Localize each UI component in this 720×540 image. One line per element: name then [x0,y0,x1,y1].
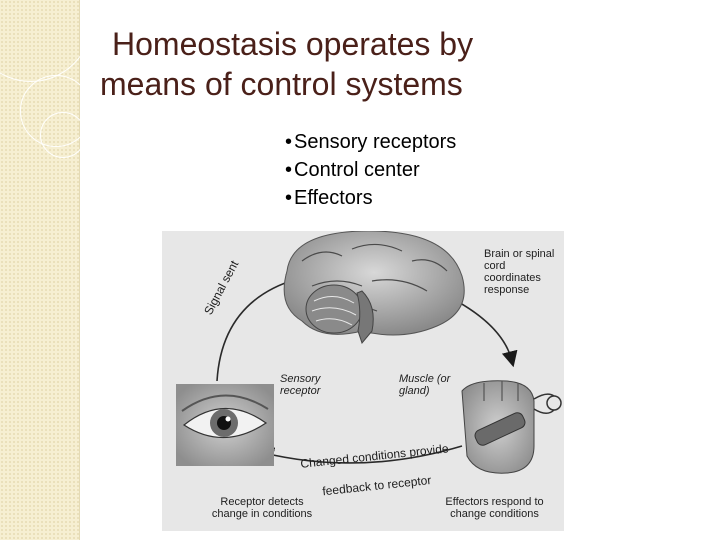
brain-image [283,230,465,345]
decorative-side-band [0,0,92,540]
effectors-respond-label: Effectors respond to change conditions [445,496,544,520]
muscle-label: Muscle (or gland) [399,373,451,397]
bullet-marker: • [285,131,293,153]
bullet-item: •Effectors [285,184,545,212]
bullet-text: Control center [294,159,420,181]
decorative-circle [0,0,92,82]
bullet-marker: • [285,187,293,209]
bullet-marker: • [285,159,293,181]
control-system-diagram: Brain or spinal cord coordinates respons… [162,230,564,531]
hand-gripper-image [461,380,562,474]
sensory-receptor-label: Sensory receptor [280,373,321,397]
eye-image [176,384,274,466]
loop-arc-left [216,274,304,382]
loop-arc-bottom [257,445,463,464]
bullet-text: Sensory receptors [294,131,457,153]
bullet-item: •Sensory receptors [285,128,545,156]
bullet-text: Effectors [294,187,373,209]
slide-title-line1: Homeostasis operates by [112,26,474,62]
diagram-graphics [176,230,562,474]
bullet-list: •Sensory receptors •Control center •Effe… [285,128,545,212]
brain-label: Brain or spinal cord coordinates respons… [484,248,555,296]
receptor-detects-label: Receptor detects change in conditions [211,496,313,520]
decorative-circle [40,112,86,158]
bullet-item: •Control center [285,156,545,184]
slide-title-line2: means of control systems [100,66,463,102]
slide-title: Homeostasis operates by means of control… [100,24,620,104]
